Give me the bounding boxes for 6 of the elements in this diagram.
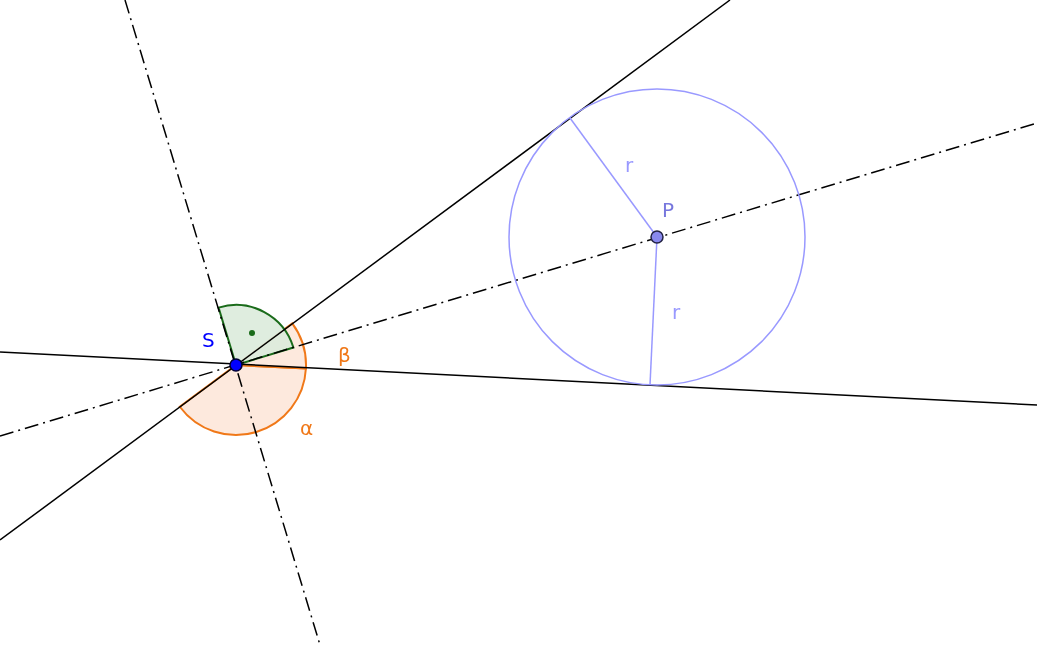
angle-label: β — [338, 345, 351, 365]
radius-label: r — [625, 155, 634, 175]
point-label: S — [202, 330, 215, 350]
angle-label: α — [300, 418, 314, 438]
point-label: P — [662, 200, 675, 220]
radius-label: r — [672, 302, 681, 322]
